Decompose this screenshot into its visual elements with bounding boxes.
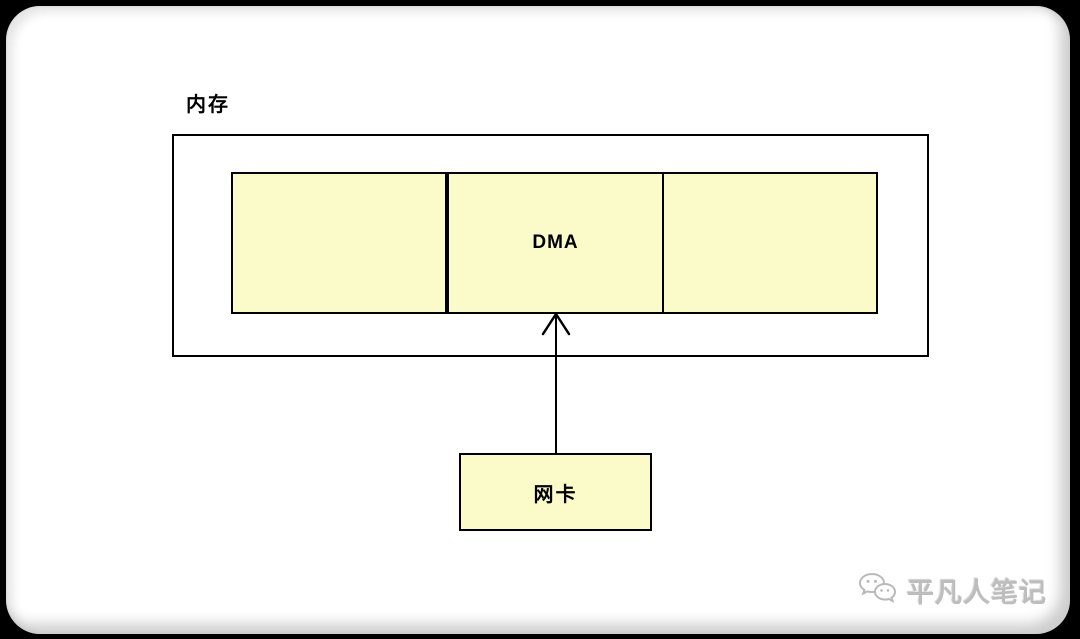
memory-cell-right (661, 174, 876, 312)
memory-cell-dma: DMA (445, 174, 661, 312)
watermark: 平凡人笔记 (854, 570, 1047, 610)
memory-cell-left (233, 174, 445, 312)
arrow-line (555, 315, 557, 454)
memory-label: 内存 (186, 94, 230, 116)
arrow-head-icon (541, 312, 571, 336)
memory-cells-row: DMA (231, 172, 878, 314)
watermark-text: 平凡人笔记 (907, 577, 1047, 608)
nic-box: 网卡 (459, 453, 652, 531)
nic-label: 网卡 (533, 483, 578, 506)
wechat-icon (858, 572, 897, 604)
dma-label: DMA (532, 232, 579, 253)
memory-container (172, 134, 929, 357)
